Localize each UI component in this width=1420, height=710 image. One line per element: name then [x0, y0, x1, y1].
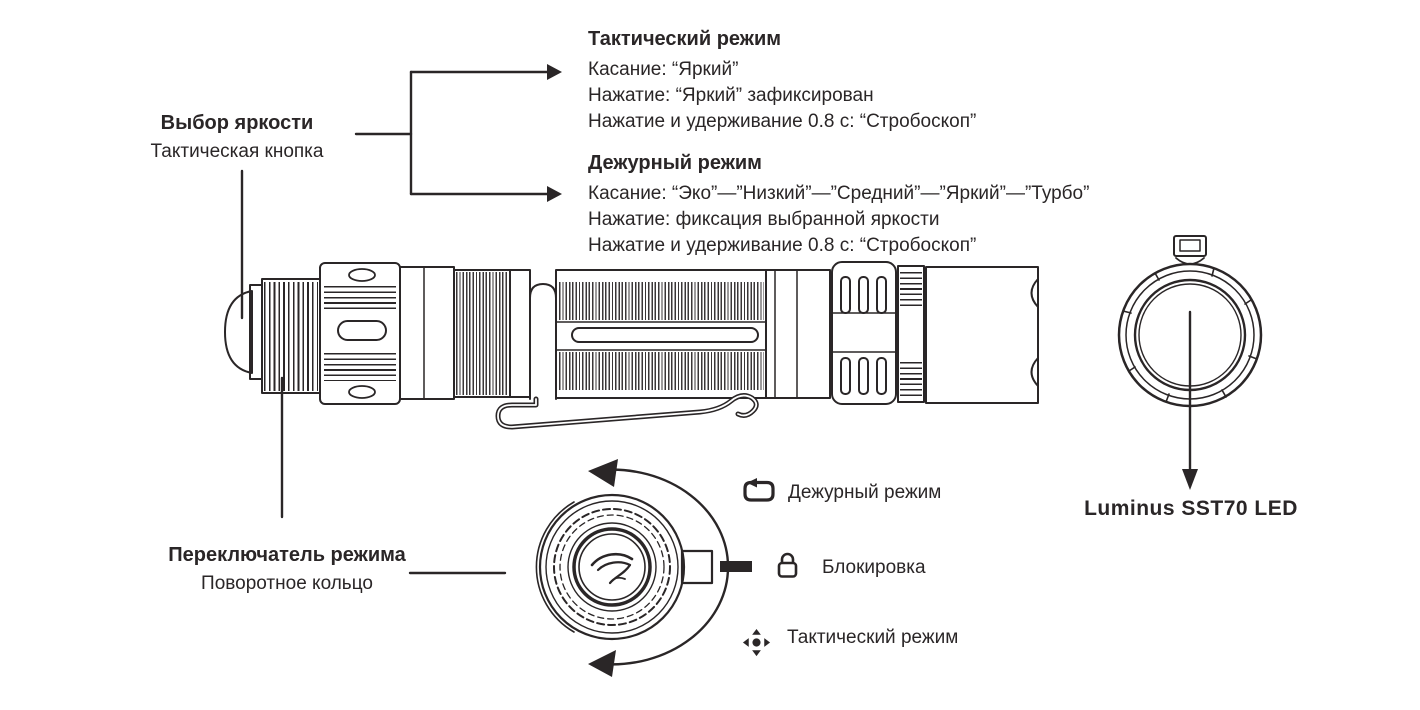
position-indicator-mark — [720, 561, 752, 572]
tactical-mode-line: Касание: “Яркий” — [588, 59, 739, 80]
head-ring — [897, 265, 925, 403]
led-label: Luminus SST70 LED — [1084, 497, 1298, 520]
rotation-arrow — [588, 459, 730, 677]
tailcap-grooves-bottom — [324, 353, 396, 381]
head-ring-grooves-top — [900, 272, 922, 306]
tail-ring-knurling — [264, 282, 318, 391]
tactical-mode-callout: Тактический режим Касание: “Яркий” Нажат… — [588, 27, 976, 135]
tactical-ring-side — [261, 278, 321, 394]
ring-mode-label-lock: Блокировка — [822, 557, 926, 578]
duty-mode-line: Нажатие и удерживание 0.8 с: “Стробоскоп… — [588, 235, 977, 256]
pocket-clip — [495, 393, 759, 430]
bezel-top-tab — [1173, 235, 1207, 265]
duty-mode-title: Дежурный режим — [588, 152, 762, 174]
tailcap-collar — [399, 266, 455, 400]
neck-rings — [765, 269, 831, 399]
brightness-switch-title: Выбор яркости — [160, 112, 314, 134]
tactical-mode-title: Тактический режим — [588, 28, 782, 50]
led-pointer-arrow — [1182, 310, 1198, 490]
body-tube — [555, 269, 767, 399]
mode-switch-title: Переключатель режима — [168, 544, 406, 566]
ring-mode-label-duty: Дежурный режим — [788, 482, 942, 503]
body-knurling-bottom — [559, 352, 764, 390]
tactical-mode-line: Нажатие и удерживание 0.8 с: “Стробоскоп… — [588, 111, 977, 132]
head-side — [925, 266, 1039, 404]
brightness-switch-callout: Выбор яркости Тактическая кнопка — [151, 111, 324, 164]
heatsink-fins — [831, 261, 897, 405]
clip-ring — [509, 269, 557, 400]
duty-mode-callout: Дежурный режим Касание: “Эко”—”Низкий”—”… — [588, 151, 1089, 259]
body-knurling-top — [559, 282, 764, 320]
duty-mode-line: Касание: “Эко”—”Низкий”—”Средний”—”Яркий… — [588, 183, 1090, 204]
mode-switch-callout: Переключатель режима Поворотное кольцо — [168, 543, 406, 596]
battery-threads — [456, 272, 508, 395]
mode-switch-subtitle: Поворотное кольцо — [201, 573, 373, 594]
ring-selector-tab — [680, 549, 714, 585]
tailcap — [319, 262, 401, 405]
callout-lines — [240, 64, 562, 575]
tactical-mode-line: Нажатие: “Яркий” зафиксирован — [588, 85, 874, 106]
tailcap-grooves-top — [324, 286, 396, 313]
rotary-ring-rear-view — [535, 493, 752, 641]
ring-mode-label-tactical: Тактический режим — [787, 627, 959, 648]
fenix-logo — [590, 552, 634, 585]
head-ring-grooves-bottom — [900, 362, 922, 396]
tail-switch-button — [224, 284, 263, 380]
threads-outline — [453, 269, 511, 398]
tactical-mode-icon — [742, 628, 771, 657]
lock-icon — [777, 552, 798, 578]
duty-cycle-icon — [743, 478, 775, 502]
brightness-switch-subtitle: Тактическая кнопка — [150, 141, 324, 162]
duty-mode-line: Нажатие: фиксация выбранной яркости — [588, 209, 940, 230]
